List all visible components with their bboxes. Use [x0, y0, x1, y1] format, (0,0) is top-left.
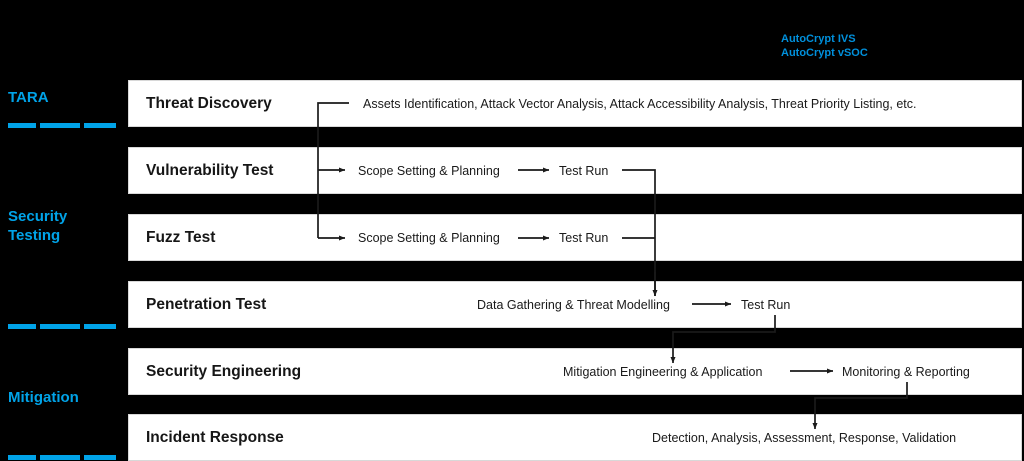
row-title: Security Engineering	[146, 362, 302, 380]
process-row-security-engineering[interactable]: Security Engineering Mitigation Engineer…	[128, 348, 1022, 395]
product-callout: AutoCrypt IVS AutoCrypt vSOC	[781, 33, 868, 59]
row-title: Fuzz Test	[146, 228, 216, 246]
divider-dash	[8, 455, 36, 460]
phase-divider-3	[8, 455, 116, 460]
divider-dash	[40, 324, 80, 329]
divider-dash	[84, 455, 116, 460]
divider-dash	[8, 123, 36, 128]
phase-divider-1	[8, 123, 116, 128]
process-row-vulnerability-test[interactable]: Vulnerability Test Scope Setting & Plann…	[128, 147, 1022, 194]
phase-divider-2	[8, 324, 116, 329]
divider-dash	[8, 324, 36, 329]
row-title: Incident Response	[146, 428, 284, 446]
phase-label-tara: TARA	[8, 89, 49, 106]
row-step-0: Scope Setting & Planning	[358, 230, 500, 245]
row-title: Vulnerability Test	[146, 161, 274, 179]
row-title: Threat Discovery	[146, 94, 272, 112]
row-step-0: Assets Identification, Attack Vector Ana…	[363, 96, 917, 111]
process-row-fuzz-test[interactable]: Fuzz Test Scope Setting & Planning Test …	[128, 214, 1022, 261]
row-step-1: Test Run	[559, 163, 609, 178]
row-title: Penetration Test	[146, 295, 267, 313]
row-step-1: Monitoring & Reporting	[842, 364, 970, 379]
divider-dash	[40, 455, 80, 460]
process-row-penetration-test[interactable]: Penetration Test Data Gathering & Threat…	[128, 281, 1022, 328]
divider-dash	[40, 123, 80, 128]
phase-label-mitigation: Mitigation	[8, 389, 79, 406]
divider-dash	[84, 324, 116, 329]
row-step-0: Scope Setting & Planning	[358, 163, 500, 178]
process-row-threat-discovery[interactable]: Threat Discovery Assets Identification, …	[128, 80, 1022, 127]
row-step-1: Test Run	[741, 297, 791, 312]
row-step-0: Data Gathering & Threat Modelling	[477, 297, 670, 312]
row-step-0: Detection, Analysis, Assessment, Respons…	[652, 430, 957, 445]
row-step-1: Test Run	[559, 230, 609, 245]
row-step-0: Mitigation Engineering & Application	[563, 364, 763, 379]
divider-dash	[84, 123, 116, 128]
phase-label-security-testing: Security Testing	[8, 208, 68, 244]
process-row-incident-response[interactable]: Incident Response Detection, Analysis, A…	[128, 414, 1022, 461]
